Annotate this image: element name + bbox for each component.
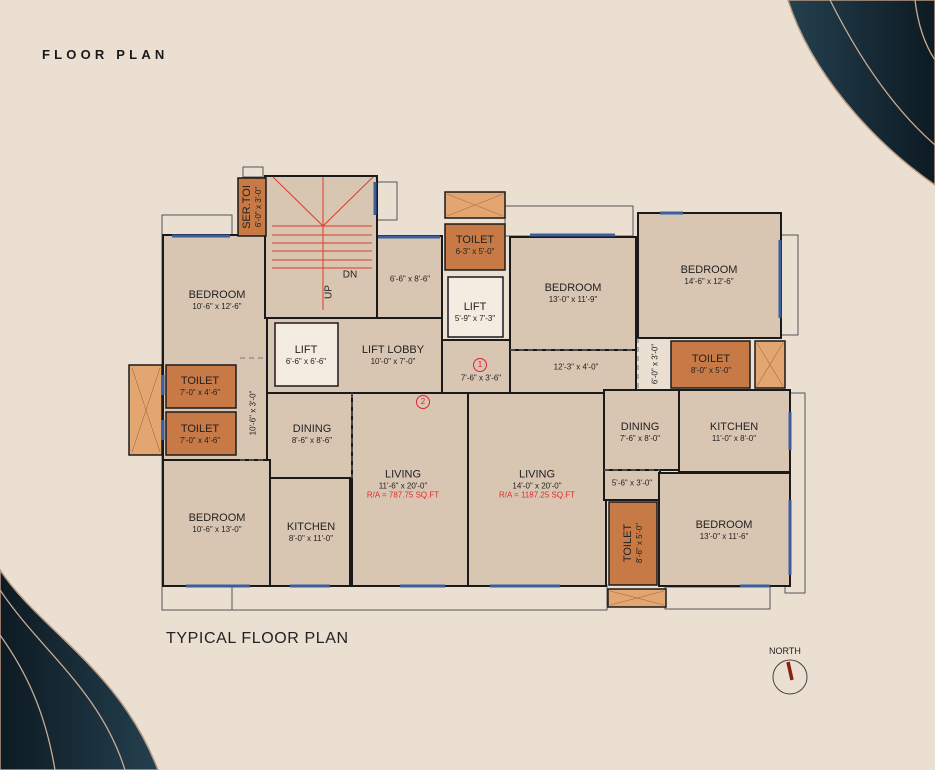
corner-swoosh-bottom-left — [0, 568, 159, 770]
stair-up-label: UP — [323, 285, 335, 299]
plan-caption: TYPICAL FLOOR PLAN — [166, 630, 349, 647]
page-title: FLOOR PLAN — [42, 47, 169, 62]
corner-swoosh-top-right — [787, 0, 935, 186]
passage-e-dim: 5'-6" x 3'-0" — [611, 478, 653, 488]
tag-1: 1 — [473, 358, 487, 372]
passage-c-dim: 12'-3" x 4'-0" — [553, 362, 599, 372]
passage-b-dim: 10'-6" x 3'-0" — [248, 390, 258, 436]
north-label: NORTH — [769, 646, 801, 656]
passage-a-dim: 6'-6" x 8'-6" — [389, 274, 431, 284]
lobby-1-dim: 7'-6" x 3'-6" — [460, 373, 502, 383]
north-arrow-icon — [773, 660, 807, 694]
passage-d-dim: 6'-0" x 3'-0" — [650, 343, 660, 385]
tag-2: 2 — [416, 395, 430, 409]
stair-dn-label: DN — [342, 269, 358, 281]
